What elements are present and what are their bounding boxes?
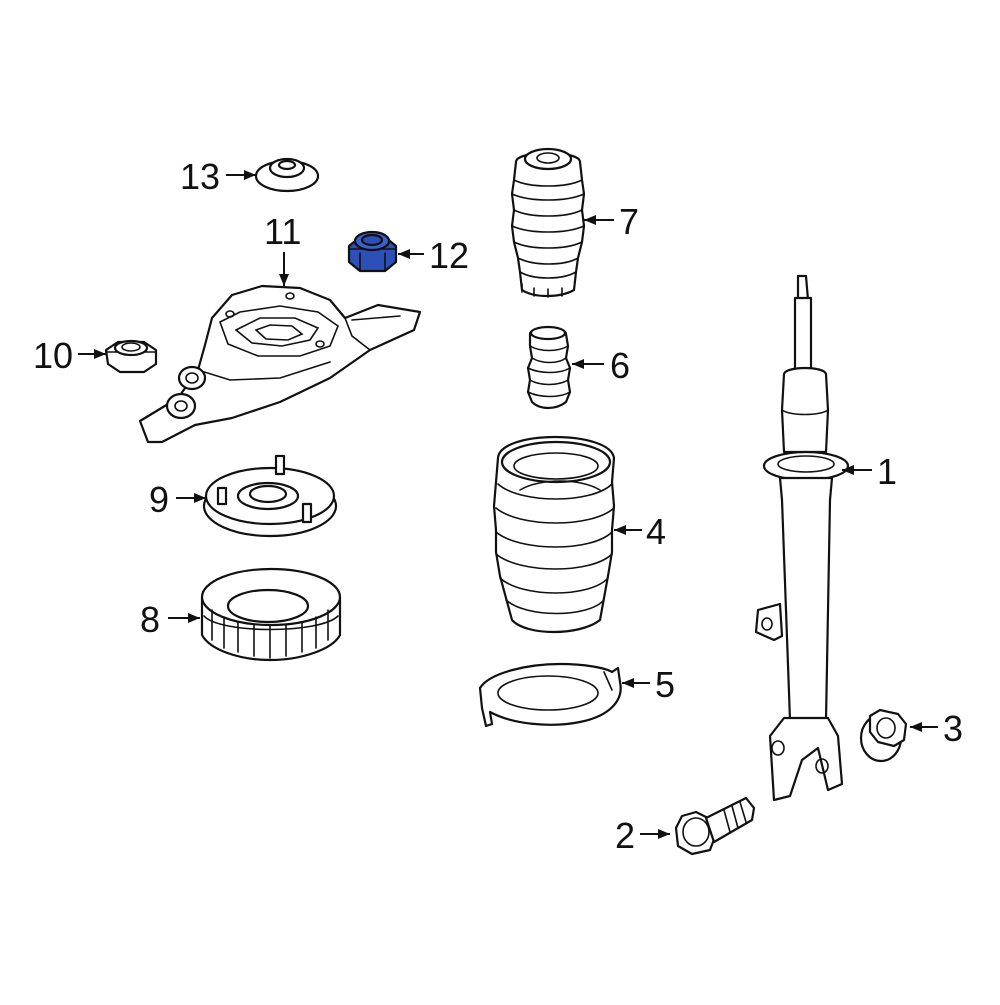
part-2-bolt[interactable] [674, 796, 756, 856]
callout-labels: 1 2 3 4 5 6 7 8 9 10 11 12 13 [33, 156, 963, 856]
callout-4[interactable]: 4 [646, 511, 666, 552]
callout-7[interactable]: 7 [619, 201, 639, 242]
part-8-isolator[interactable] [200, 567, 342, 662]
part-4-coil-spring[interactable] [492, 436, 616, 634]
callout-2[interactable]: 2 [615, 815, 635, 856]
callout-11[interactable]: 11 [264, 211, 301, 252]
part-9-mount-plate[interactable] [202, 454, 338, 538]
part-12-nut[interactable] [347, 230, 398, 273]
part-6-bump-stop[interactable] [526, 325, 572, 410]
callout-5[interactable]: 5 [655, 664, 675, 705]
part-13-washer[interactable] [254, 157, 320, 193]
callout-12[interactable]: 12 [429, 235, 469, 276]
callout-3[interactable]: 3 [943, 708, 963, 749]
part-7-dust-boot[interactable] [510, 147, 586, 298]
callout-10[interactable]: 10 [33, 335, 73, 376]
part-10-nut[interactable] [104, 339, 158, 374]
part-3-flange-nut[interactable] [859, 708, 908, 763]
part-11-strut-mount[interactable] [138, 284, 422, 444]
callout-1[interactable]: 1 [877, 451, 897, 492]
callout-13[interactable]: 13 [180, 156, 220, 197]
part-5-spring-seat[interactable] [478, 662, 622, 728]
leader-arrows [78, 170, 938, 839]
part-1-strut[interactable] [754, 274, 850, 802]
callout-8[interactable]: 8 [140, 599, 160, 640]
callout-9[interactable]: 9 [149, 479, 169, 520]
callout-6[interactable]: 6 [610, 345, 630, 386]
